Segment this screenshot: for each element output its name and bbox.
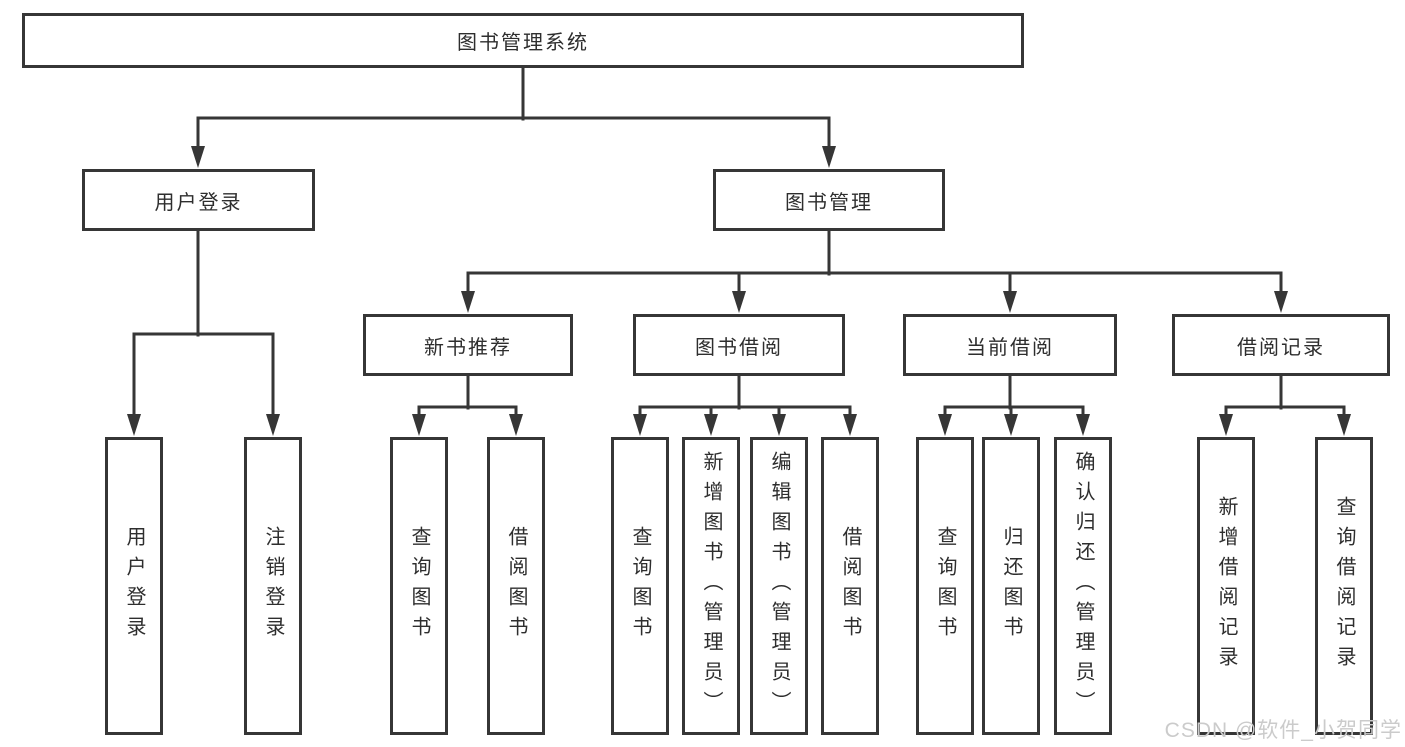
leaf-borrow-books: 借阅图书 [821, 437, 879, 735]
node-current-borrowing: 当前借阅 [903, 314, 1117, 376]
leaf-return-books: 归还图书 [982, 437, 1040, 735]
leaf-user-login: 用户登录 [105, 437, 163, 735]
node-user-login: 用户登录 [82, 169, 315, 231]
node-book-borrowing: 图书借阅 [633, 314, 845, 376]
leaf-query-borrow-record: 查询借阅记录 [1315, 437, 1373, 735]
node-new-book-recommend: 新书推荐 [363, 314, 573, 376]
leaf-add-borrow-record: 新增借阅记录 [1197, 437, 1255, 735]
leaf-query-books-recommend: 查询图书 [390, 437, 448, 735]
leaf-query-books-borrowing: 查询图书 [611, 437, 669, 735]
leaf-edit-books-admin: 编辑图书（管理员） [750, 437, 808, 735]
leaf-confirm-return-admin: 确认归还（管理员） [1054, 437, 1112, 735]
node-root-system: 图书管理系统 [22, 13, 1024, 68]
leaf-query-books-current: 查询图书 [916, 437, 974, 735]
leaf-add-books-admin: 新增图书（管理员） [682, 437, 740, 735]
node-book-management: 图书管理 [713, 169, 945, 231]
leaf-borrow-books-recommend: 借阅图书 [487, 437, 545, 735]
node-borrowing-records: 借阅记录 [1172, 314, 1390, 376]
csdn-watermark: CSDN @软件_小贺同学 [1164, 719, 1402, 742]
leaf-logout: 注销登录 [244, 437, 302, 735]
